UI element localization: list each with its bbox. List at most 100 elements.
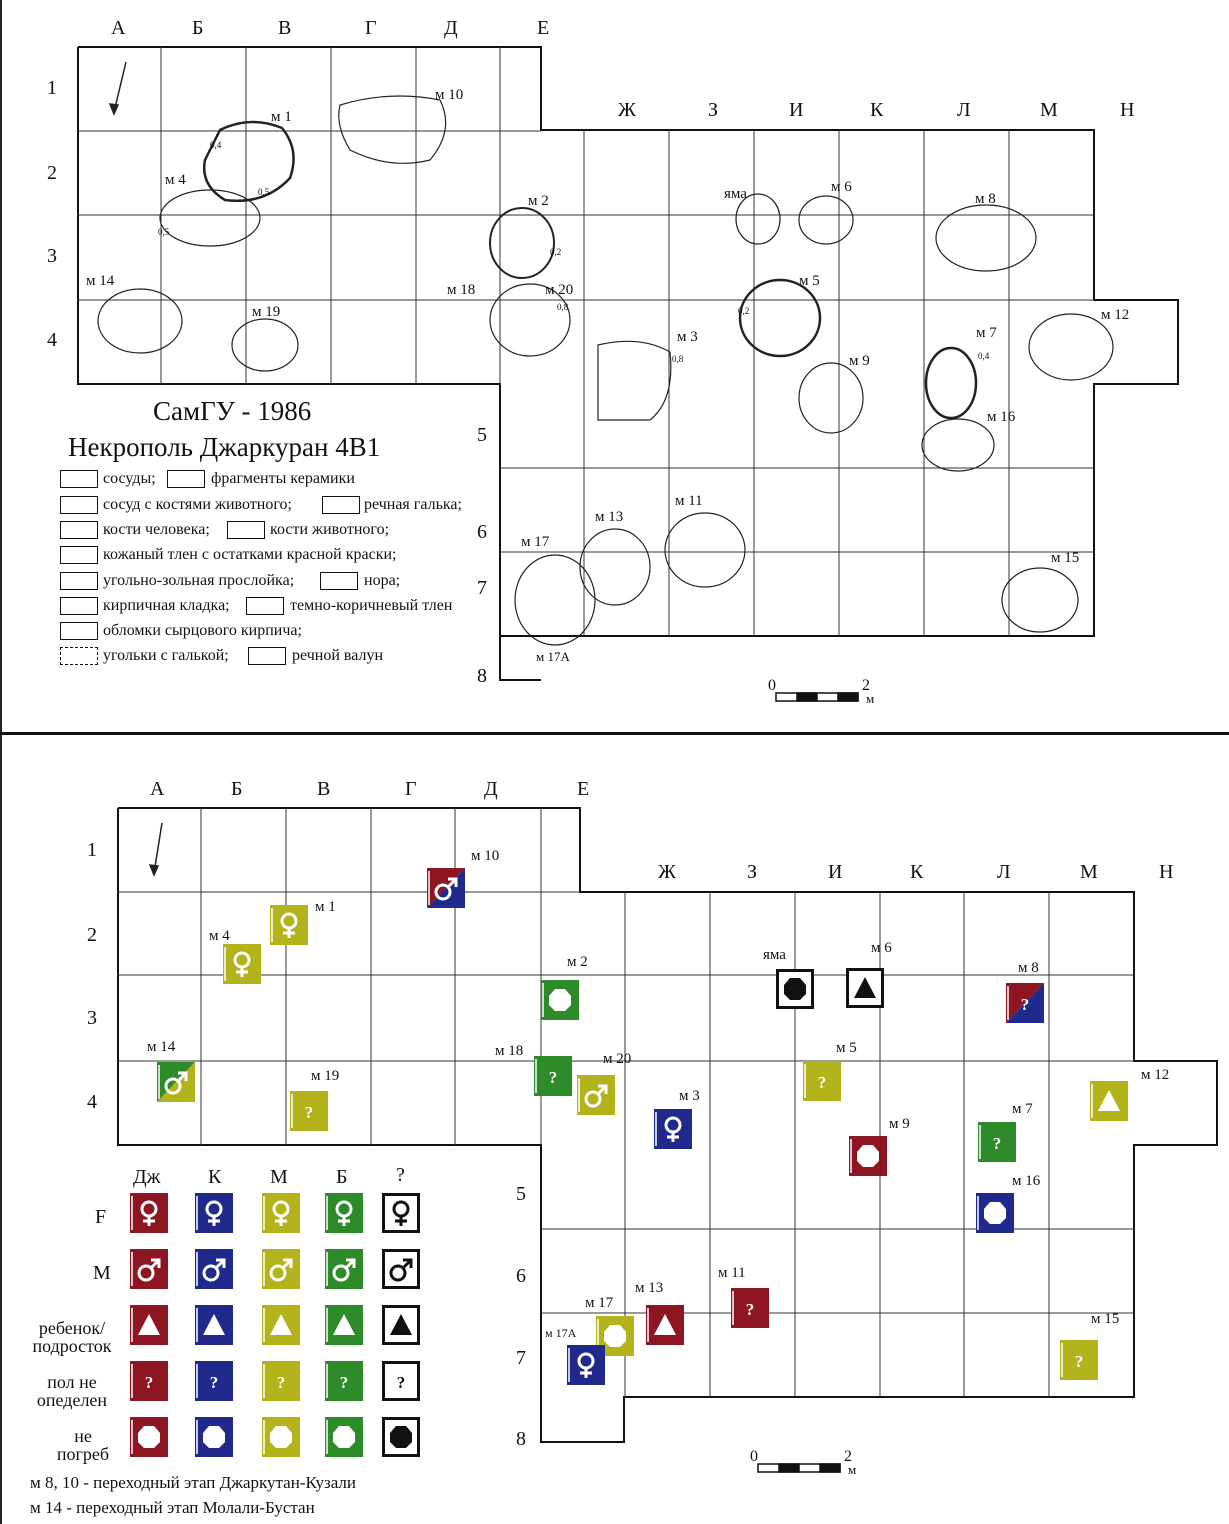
river-boulder-symbol [248, 647, 286, 665]
grave-outlines [97, 95, 1114, 646]
legend-female-icon [262, 1193, 300, 1233]
grave-label: м 13 [635, 1280, 664, 1296]
classification-grid [117, 807, 1218, 1473]
legend-octagon-icon [325, 1417, 363, 1457]
legend-female-icon [195, 1193, 233, 1233]
pit-label: яма [724, 186, 747, 202]
excavation-plan-panel: А Б В Г Д Е Ж З И К Л М Н 1 2 3 4 5 6 7 … [0, 0, 1229, 733]
row-label: 2 [87, 924, 97, 946]
grave-label: м 11 [718, 1265, 746, 1281]
svg-text:?: ? [1075, 1352, 1084, 1371]
river-pebble-symbol [322, 496, 360, 514]
grave-label: м 17А [536, 649, 570, 664]
row-label: 6 [516, 1265, 526, 1287]
grave-label: м 20 [603, 1051, 632, 1067]
depth-mark: 0,5 [258, 187, 270, 197]
burrow-symbol [320, 572, 358, 590]
grave-label: м 17 [521, 534, 550, 550]
depth-mark: 0,2 [738, 306, 750, 316]
legend-question-icon: ? [325, 1361, 363, 1401]
scale-end-label: 2 [844, 1448, 852, 1465]
grave-label: м 15 [1051, 550, 1080, 566]
row-label: 4 [87, 1091, 97, 1113]
legend-row-label: пол не опеделен [36, 1372, 108, 1410]
north-arrow-2 [148, 822, 163, 877]
grave-label: м 11 [675, 493, 703, 509]
grave-label: м 19 [252, 304, 281, 320]
grave-label: м 1 [315, 899, 336, 915]
legend-octagon-icon [262, 1417, 300, 1457]
legend-question-icon: ? [382, 1361, 420, 1401]
legend-label: угольно-зольная прослойка; [103, 572, 295, 589]
row-label: 5 [516, 1183, 526, 1205]
row-label: 6 [477, 521, 487, 543]
grave-7-question-icon: ? [978, 1122, 1016, 1162]
depth-mark: 0,8 [557, 302, 569, 312]
grave-label: м 18 [495, 1043, 524, 1059]
legend-octagon-icon [382, 1417, 420, 1457]
grave-17-octagon-icon [596, 1316, 634, 1356]
row-label: 1 [87, 839, 97, 861]
svg-text:?: ? [397, 1373, 406, 1392]
column-label: К [870, 99, 884, 121]
column-label: Л [997, 861, 1011, 883]
legend-label: фрагменты керамики [211, 470, 355, 487]
grave-label: м 2 [528, 193, 549, 209]
animal-bones-symbol [227, 521, 265, 539]
legend-triangle-icon [382, 1305, 420, 1345]
grave-19-question-icon: ? [290, 1091, 328, 1131]
pit-octagon-icon [776, 969, 814, 1009]
column-label: Л [957, 99, 971, 121]
grave-14-male-icon [157, 1062, 195, 1102]
grave-label: м 20 [545, 282, 574, 298]
charcoal-ash-layer-symbol [60, 572, 98, 590]
grave-label: м 3 [677, 329, 698, 345]
legend-column-header: ? [396, 1164, 405, 1186]
grave-3-female-icon [654, 1109, 692, 1149]
column-label: Г [405, 778, 417, 800]
legend-row-label: не погреб [56, 1426, 110, 1464]
grave-label: м 10 [435, 87, 464, 103]
legend-label: нора; [364, 572, 401, 589]
mudbrick-fragments-symbol [60, 622, 98, 640]
grave-label: м 5 [836, 1040, 857, 1056]
grave-label: м 14 [86, 273, 115, 289]
column-label: М [1080, 861, 1098, 883]
burial-classification-panel: А Б В Г Д Е Ж З И К Л М Н 1 2 3 4 5 6 7 … [0, 735, 1229, 1524]
grave-2-octagon-icon [541, 980, 579, 1020]
row-label: 3 [47, 245, 57, 267]
column-label: Ж [618, 99, 636, 121]
legend-column-header: Б [336, 1166, 348, 1188]
scale-end-label: 2 [862, 677, 870, 694]
column-label: В [278, 17, 292, 39]
svg-text:?: ? [1021, 995, 1030, 1014]
grave-12-triangle-icon [1090, 1081, 1128, 1121]
legend-row-label: M [93, 1262, 111, 1284]
ceramic-fragment-symbol [167, 470, 205, 488]
grave-label: м 14 [147, 1039, 176, 1055]
legend-triangle-icon [262, 1305, 300, 1345]
vessel-with-bones-symbol [60, 496, 98, 514]
row-label: 2 [47, 162, 57, 184]
grave-9-octagon-icon [849, 1136, 887, 1176]
legend-triangle-icon [195, 1305, 233, 1345]
plan-title: СамГУ - 1986 [153, 396, 312, 426]
grave-label: м 2 [567, 954, 588, 970]
grave-label: м 12 [1141, 1067, 1170, 1083]
legend-male-icon [262, 1249, 300, 1289]
legend-triangle-icon [325, 1305, 363, 1345]
legend-question-icon: ? [130, 1361, 168, 1401]
grave-16-octagon-icon [976, 1193, 1014, 1233]
row-label: 8 [477, 665, 487, 687]
legend-female-icon [130, 1193, 168, 1233]
legend-male-icon [130, 1249, 168, 1289]
legend-male-icon [325, 1249, 363, 1289]
grave-label: м 13 [595, 509, 624, 525]
grave-label: м 4 [165, 172, 186, 188]
dark-brown-decay-symbol [246, 597, 284, 615]
legend-column-header: К [208, 1166, 222, 1188]
svg-text:?: ? [305, 1103, 314, 1122]
svg-text:?: ? [210, 1373, 219, 1392]
row-label: 1 [47, 77, 57, 99]
column-label: Б [231, 778, 243, 800]
